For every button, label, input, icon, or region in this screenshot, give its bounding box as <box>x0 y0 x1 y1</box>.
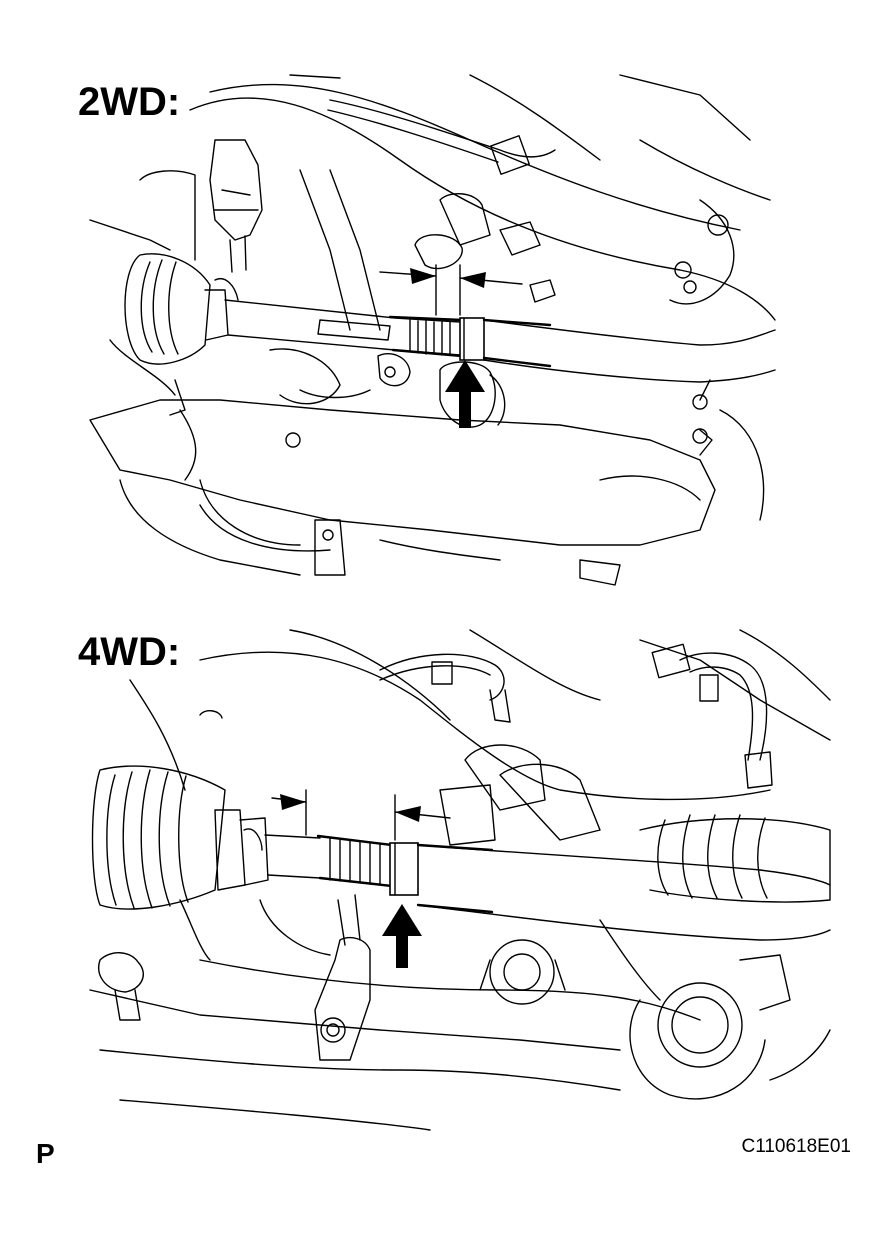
page-mark: P <box>36 1138 55 1169</box>
section-label-2wd: 2WD: <box>78 80 181 124</box>
section-label-4wd: 4WD: <box>78 630 181 674</box>
illustration-2wd <box>89 74 776 586</box>
figure-code: C110618E01 <box>741 1136 851 1157</box>
illustration-4wd <box>89 629 831 1131</box>
